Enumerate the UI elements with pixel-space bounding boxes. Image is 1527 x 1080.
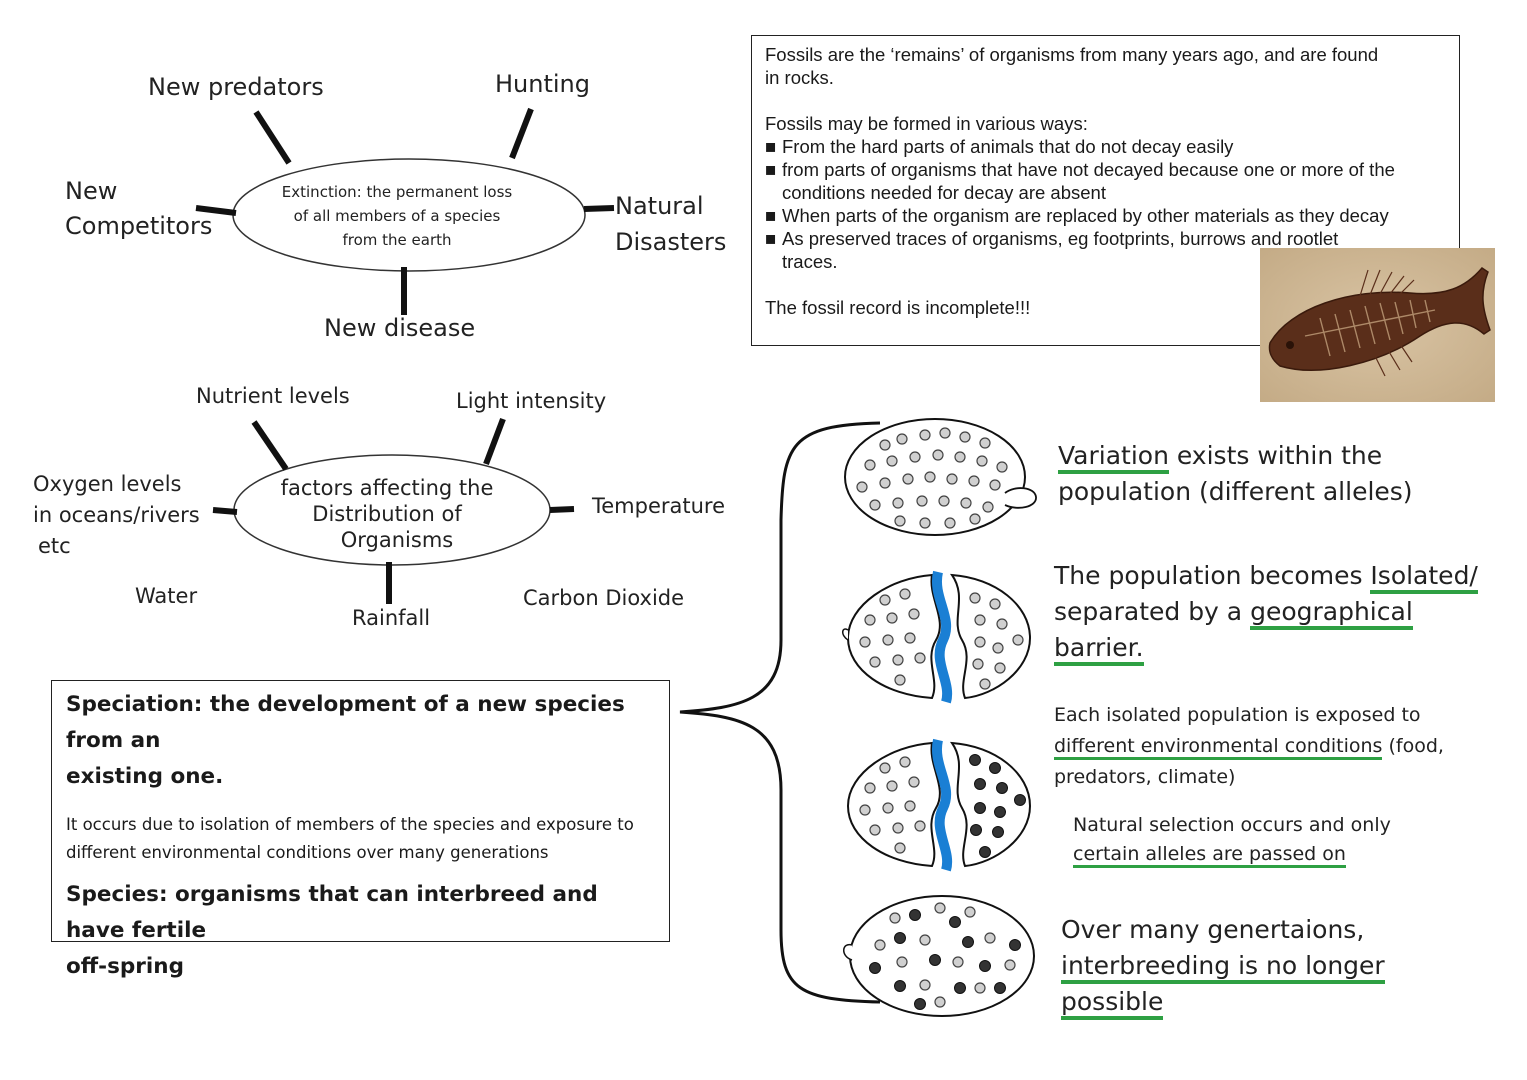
fossils-bullet-text-line: As preserved traces of organisms, eg foo… bbox=[782, 228, 1339, 249]
stage2-barrier: barrier. bbox=[1054, 633, 1144, 666]
fossils-ways-heading: Fossils may be formed in various ways: bbox=[765, 113, 1088, 134]
cause-natural-disasters-line1: Natural bbox=[615, 192, 704, 220]
speciation-explanation: It occurs due to isolation of members of… bbox=[66, 811, 655, 867]
distribution-spokes bbox=[212, 417, 575, 604]
fossils-bullet-text: As preserved traces of organisms, eg foo… bbox=[782, 227, 1338, 273]
cause-new-predators: New predators bbox=[148, 73, 324, 101]
fossils-bullet: ■ When parts of the organism are replace… bbox=[765, 204, 1449, 227]
speciation-bracket bbox=[679, 421, 881, 1004]
speciation-definition: Speciation: the development of a new spe… bbox=[66, 687, 655, 795]
factor-oxygen-line3: etc bbox=[38, 534, 71, 558]
fossils-bullet-text-line: traces. bbox=[782, 251, 838, 272]
stage3-line3: predators, climate) bbox=[1054, 766, 1236, 788]
stage4-text: Over many genertaions, interbreeding is … bbox=[1061, 912, 1385, 1020]
factor-carbon-dioxide: Carbon Dioxide bbox=[523, 586, 685, 610]
stage2-line1-a: The population becomes bbox=[1054, 561, 1371, 590]
fossil-fish-image bbox=[1260, 248, 1495, 402]
speciation-explanation-line1: It occurs due to isolation of members of… bbox=[66, 815, 634, 834]
stage3-line1: Each isolated population is exposed to bbox=[1054, 704, 1421, 726]
fossils-intro-line1: Fossils are the ‘remains’ of organisms f… bbox=[765, 44, 1379, 65]
cause-new-competitors: New Competitors bbox=[65, 174, 212, 244]
extinction-definition-line1: Extinction: the permanent loss bbox=[281, 183, 513, 201]
extinction-spokes bbox=[195, 107, 615, 315]
stage2-text: The population becomes Isolated/ separat… bbox=[1054, 558, 1478, 666]
stage4-possible: possible bbox=[1061, 987, 1164, 1020]
stage3-env-conditions: different environmental conditions bbox=[1054, 735, 1383, 760]
species-definition-line2: off-spring bbox=[66, 954, 184, 979]
speciation-box: Speciation: the development of a new spe… bbox=[51, 680, 670, 979]
bullet-square-icon: ■ bbox=[765, 205, 777, 226]
fossils-bullet: ■ As preserved traces of organisms, eg f… bbox=[765, 227, 1449, 273]
stage1-variation: Variation bbox=[1058, 441, 1169, 474]
stage1-line1-rest: exists within the bbox=[1168, 441, 1383, 470]
population-stage3-image bbox=[846, 738, 1032, 872]
cause-new-competitors-line1: New bbox=[65, 177, 118, 205]
distribution-title-line1: factors affecting the bbox=[280, 476, 494, 500]
fossils-bullet-text: When parts of the organism are replaced … bbox=[782, 205, 1389, 226]
stage2-geographical: geographical bbox=[1250, 597, 1413, 630]
stage2-line2-a: separated by a bbox=[1054, 597, 1251, 626]
stage3-line2-b: (food, bbox=[1382, 735, 1444, 757]
cause-hunting: Hunting bbox=[495, 70, 590, 98]
factor-oxygen-line1: Oxygen levels bbox=[33, 472, 182, 496]
factor-water: Water bbox=[135, 584, 198, 608]
stage3b-line1: Natural selection occurs and only bbox=[1073, 814, 1391, 836]
distribution-title-line2: Distribution of bbox=[312, 502, 462, 526]
population-stage4-image bbox=[843, 895, 1035, 1017]
factor-oxygen-line2: in oceans/rivers bbox=[33, 503, 200, 527]
distribution-title: factors affecting the Distribution of Or… bbox=[262, 475, 512, 553]
distribution-title-line3: Organisms bbox=[340, 528, 454, 552]
stage3b-text: Natural selection occurs and only certai… bbox=[1073, 811, 1391, 869]
cause-new-competitors-line2: Competitors bbox=[65, 212, 213, 240]
population-stage1-image bbox=[844, 418, 1037, 536]
factor-temperature: Temperature bbox=[592, 494, 726, 518]
stage2-isolated: Isolated/ bbox=[1370, 561, 1478, 594]
cause-new-disease: New disease bbox=[324, 314, 476, 342]
factor-nutrient-levels: Nutrient levels bbox=[196, 384, 350, 408]
bullet-square-icon: ■ bbox=[765, 228, 777, 249]
cause-natural-disasters: Natural Disasters bbox=[615, 188, 726, 260]
stage1-text: Variation exists within the population (… bbox=[1058, 438, 1413, 510]
fossils-bullet-text: from parts of organisms that have not de… bbox=[782, 158, 1395, 204]
fossils-bullet-text-line: from parts of organisms that have not de… bbox=[782, 159, 1395, 180]
stage4-line1: Over many genertaions, bbox=[1061, 915, 1365, 944]
fossils-conclusion: The fossil record is incomplete!!! bbox=[765, 297, 1031, 318]
fossils-bullet-text-line: conditions needed for decay are absent bbox=[782, 182, 1106, 203]
species-definition: Species: organisms that can interbreed a… bbox=[66, 877, 655, 985]
bullet-square-icon: ■ bbox=[765, 159, 777, 180]
extinction-definition: Extinction: the permanent loss of all me… bbox=[273, 180, 521, 252]
speciation-definition-line2: existing one. bbox=[66, 764, 224, 789]
bullet-square-icon: ■ bbox=[765, 136, 777, 157]
fossils-bullet-text: From the hard parts of animals that do n… bbox=[782, 136, 1234, 157]
speciation-definition-line1: Speciation: the development of a new spe… bbox=[66, 692, 625, 753]
stage3b-certain-alleles: certain alleles are passed on bbox=[1073, 843, 1346, 868]
cause-natural-disasters-line2: Disasters bbox=[615, 228, 727, 256]
factor-rainfall: Rainfall bbox=[352, 606, 431, 630]
species-definition-line1: Species: organisms that can interbreed a… bbox=[66, 882, 598, 943]
stage1-line2: population (different alleles) bbox=[1058, 477, 1413, 506]
fossils-intro-line2: in rocks. bbox=[765, 67, 834, 88]
fossils-box: Fossils are the ‘remains’ of organisms f… bbox=[751, 35, 1460, 346]
population-stage2-image bbox=[842, 570, 1032, 704]
stage4-interbreeding: interbreeding is no longer bbox=[1061, 951, 1385, 984]
extinction-definition-line2: of all members of a species bbox=[293, 207, 501, 225]
speciation-explanation-line2: different environmental conditions over … bbox=[66, 843, 549, 862]
factor-light-intensity: Light intensity bbox=[456, 389, 607, 413]
factor-oxygen-levels: Oxygen levels in oceans/rivers etc bbox=[33, 469, 200, 562]
fossils-bullet: ■ from parts of organisms that have not … bbox=[765, 158, 1449, 204]
fossils-bullet: ■ From the hard parts of animals that do… bbox=[765, 135, 1449, 158]
extinction-definition-line3: from the earth bbox=[342, 231, 452, 249]
stage3-text: Each isolated population is exposed to d… bbox=[1054, 700, 1444, 793]
